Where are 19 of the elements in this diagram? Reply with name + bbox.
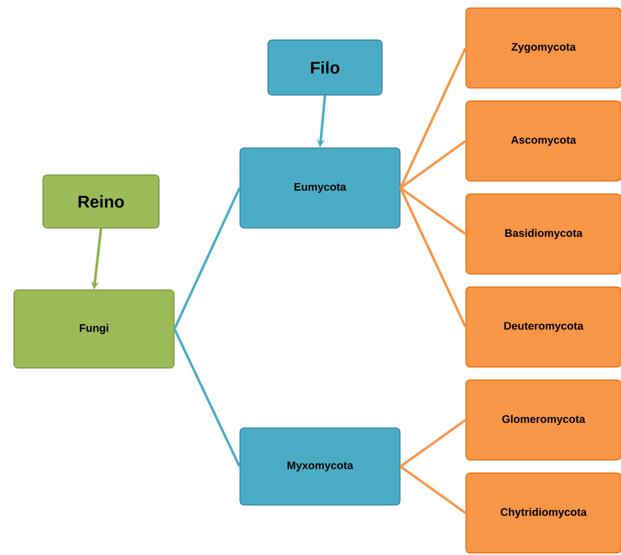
connector-line (400, 140, 466, 189)
category-box: Deuteromycota (466, 286, 621, 368)
category-box: Ascomycota (466, 100, 621, 182)
connector-line (400, 465, 466, 514)
connector-line (399, 187, 467, 328)
category-box: Eumycota (240, 147, 400, 228)
category-box: Chytridiomycota (466, 472, 621, 554)
category-box: Basidiomycota (466, 193, 621, 274)
category-box: Zygomycota (466, 8, 621, 88)
category-box: Myxomycota (240, 427, 400, 506)
heading-box: Reino (42, 174, 160, 228)
connector-line (399, 47, 467, 189)
heading-box: Filo (268, 40, 382, 96)
category-box: Fungi (14, 289, 174, 368)
connector-line (173, 187, 241, 330)
connector-line (400, 186, 466, 235)
category-box: Glomeromycota (466, 379, 621, 460)
connector-line (400, 418, 466, 468)
connector-line (173, 328, 241, 468)
